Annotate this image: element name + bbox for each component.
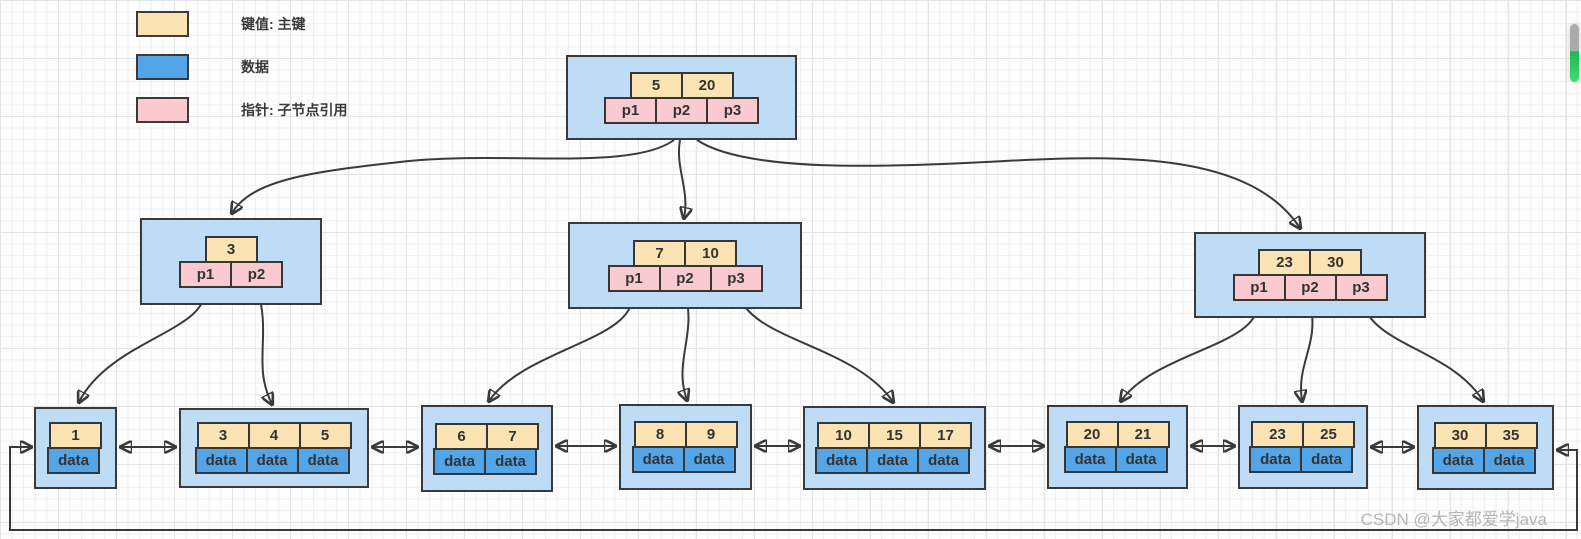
key-color-swatch (136, 11, 189, 37)
legend-label-key: 键值: 主键 (241, 16, 306, 32)
key-cell: 20 (1065, 421, 1119, 448)
data-cell: data (1431, 446, 1485, 474)
internal-pointers-row: p1 p2 p3 (1232, 274, 1388, 301)
pointer-color-swatch (136, 97, 189, 123)
key-cell: 4 (247, 422, 301, 449)
pointer-cell: p1 (179, 260, 232, 288)
leaf-node-5: 10 data 15 data 17 data (803, 406, 986, 490)
key-cell: 17 (919, 422, 972, 449)
key-cell: 23 (1251, 421, 1304, 448)
data-cell: data (1249, 446, 1302, 473)
key-cell: 35 (1484, 421, 1538, 449)
key-cell: 10 (817, 422, 870, 449)
pointer-cell: p2 (655, 96, 708, 124)
key-cell: 5 (629, 71, 683, 99)
key-cell: 8 (633, 421, 687, 448)
key-cell: 5 (298, 422, 352, 449)
leaf-node-1: 1 data (34, 407, 117, 489)
key-cell: 21 (1116, 421, 1170, 448)
arrow-root-to-internal-mid (678, 139, 685, 218)
pointer-cell: p3 (1334, 274, 1388, 301)
key-cell: 7 (633, 239, 686, 267)
internal-keys-row: 7 10 (633, 239, 737, 267)
data-cell: data (631, 446, 685, 473)
arrow-root-to-internal-left (232, 139, 675, 213)
leaf-node-2: 3 data 4 data 5 data (179, 408, 369, 488)
data-cell: data (917, 447, 970, 474)
data-cell: data (815, 447, 868, 474)
data-cell: data (1482, 446, 1536, 474)
internal-node-left: 3 p1 p2 (140, 218, 322, 305)
key-cell: 23 (1258, 249, 1311, 276)
root-keys-row: 5 20 (629, 71, 734, 99)
legend-item-data: 数据 (136, 54, 269, 80)
key-cell: 30 (1309, 249, 1362, 276)
key-cell: 3 (196, 422, 250, 449)
arrow-intleft-p2-to-leaf2 (256, 287, 272, 404)
data-cell: data (866, 447, 919, 474)
key-cell: 3 (204, 235, 258, 263)
legend-item-key: 键值: 主键 (136, 11, 306, 37)
root-node: 5 20 p1 p2 p3 (566, 55, 797, 140)
internal-node-right: 23 30 p1 p2 p3 (1194, 232, 1426, 318)
key-cell: 6 (435, 422, 488, 450)
key-cell: 25 (1302, 421, 1355, 448)
pointer-cell: p1 (607, 264, 661, 292)
leaf-node-8: 30 data 35 data (1417, 405, 1554, 490)
key-cell: 9 (684, 421, 738, 448)
internal-node-mid: 7 10 p1 p2 p3 (568, 222, 802, 309)
legend-item-pointer: 指针: 子节点引用 (136, 97, 348, 123)
data-cell: data (194, 447, 248, 474)
leaf-node-3: 6 data 7 data (421, 405, 553, 492)
key-cell: 30 (1433, 421, 1487, 449)
key-cell: 1 (49, 422, 102, 449)
arrow-root-to-internal-right (696, 139, 1300, 228)
pointer-cell: p2 (1283, 274, 1337, 301)
data-cell: data (1063, 446, 1117, 473)
arrow-intleft-p1-to-leaf1 (79, 287, 206, 402)
data-cell: data (1300, 446, 1353, 473)
pointer-cell: p3 (706, 96, 759, 124)
key-cell: 20 (680, 71, 734, 99)
pointer-cell: p2 (230, 260, 283, 288)
data-cell: data (47, 447, 100, 474)
watermark-text: CSDN @大家都爱学java (1360, 510, 1547, 529)
internal-keys-row: 23 30 (1258, 249, 1362, 276)
data-cell: data (433, 447, 486, 475)
vertical-scrollbar-thumb[interactable] (1570, 24, 1579, 82)
legend-label-pointer: 指针: 子节点引用 (241, 102, 348, 118)
data-cell: data (245, 447, 299, 474)
legend-label-data: 数据 (241, 59, 269, 75)
leaf-node-6: 20 data 21 data (1047, 405, 1188, 489)
key-cell: 10 (684, 239, 737, 267)
root-pointers-row: p1 p2 p3 (604, 96, 759, 124)
data-cell: data (1114, 446, 1168, 473)
leaf-node-4: 8 data 9 data (619, 404, 752, 490)
data-color-swatch (136, 54, 189, 80)
internal-pointers-row: p1 p2 p3 (607, 264, 763, 292)
data-cell: data (682, 446, 736, 473)
pointer-cell: p1 (604, 96, 657, 124)
data-cell: data (484, 447, 537, 475)
leaf-node-7: 23 data 25 data (1238, 405, 1368, 489)
pointer-cell: p3 (709, 264, 763, 292)
key-cell: 15 (868, 422, 921, 449)
pointer-cell: p2 (658, 264, 712, 292)
key-cell: 7 (486, 422, 539, 450)
data-cell: data (296, 447, 350, 474)
pointer-cell: p1 (1232, 274, 1286, 301)
internal-pointers-row: p1 p2 (179, 260, 283, 288)
internal-keys-row: 3 (204, 235, 258, 263)
